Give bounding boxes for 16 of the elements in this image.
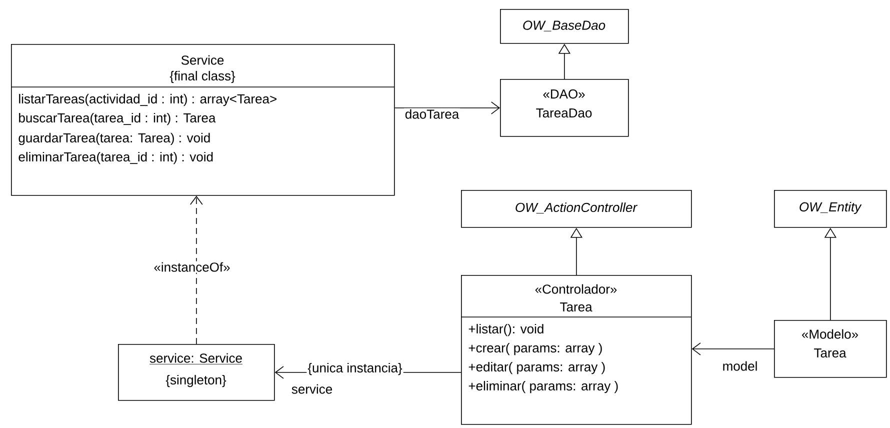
- arrow: [190, 196, 203, 344]
- class-box: OW_ActionController: [461, 190, 692, 228]
- edge-label: daoTarea: [404, 108, 460, 120]
- constraint-label: {unica instancia}: [306, 362, 404, 376]
- edge-label: service: [290, 383, 334, 395]
- arrow: [692, 342, 774, 356]
- class-box: «Controlador» Tarea +listar(): void +crear( params: array ) +editar( params: array ) +eliminar( params: array ): [460, 275, 692, 425]
- class-box: «DAO» TareaDao: [500, 79, 629, 137]
- class-box: OW_Entity: [774, 190, 887, 228]
- class-box: «Modelo» Tarea: [774, 320, 887, 378]
- arrow: [394, 102, 500, 114]
- edge-label: «instanceOf»: [152, 261, 232, 273]
- class-box: Service {final class} listarTareas(actividad_id : int) : array<Tarea> buscarTarea(tarea_id : int) : Tarea guardarTarea(tarea: Tarea) : void eliminarTarea(tarea_id : int) : void: [10, 44, 395, 196]
- edge-label: model: [721, 360, 759, 372]
- class-box: OW_BaseDao: [500, 9, 629, 44]
- object-box: service: Service {singleton}: [118, 344, 275, 401]
